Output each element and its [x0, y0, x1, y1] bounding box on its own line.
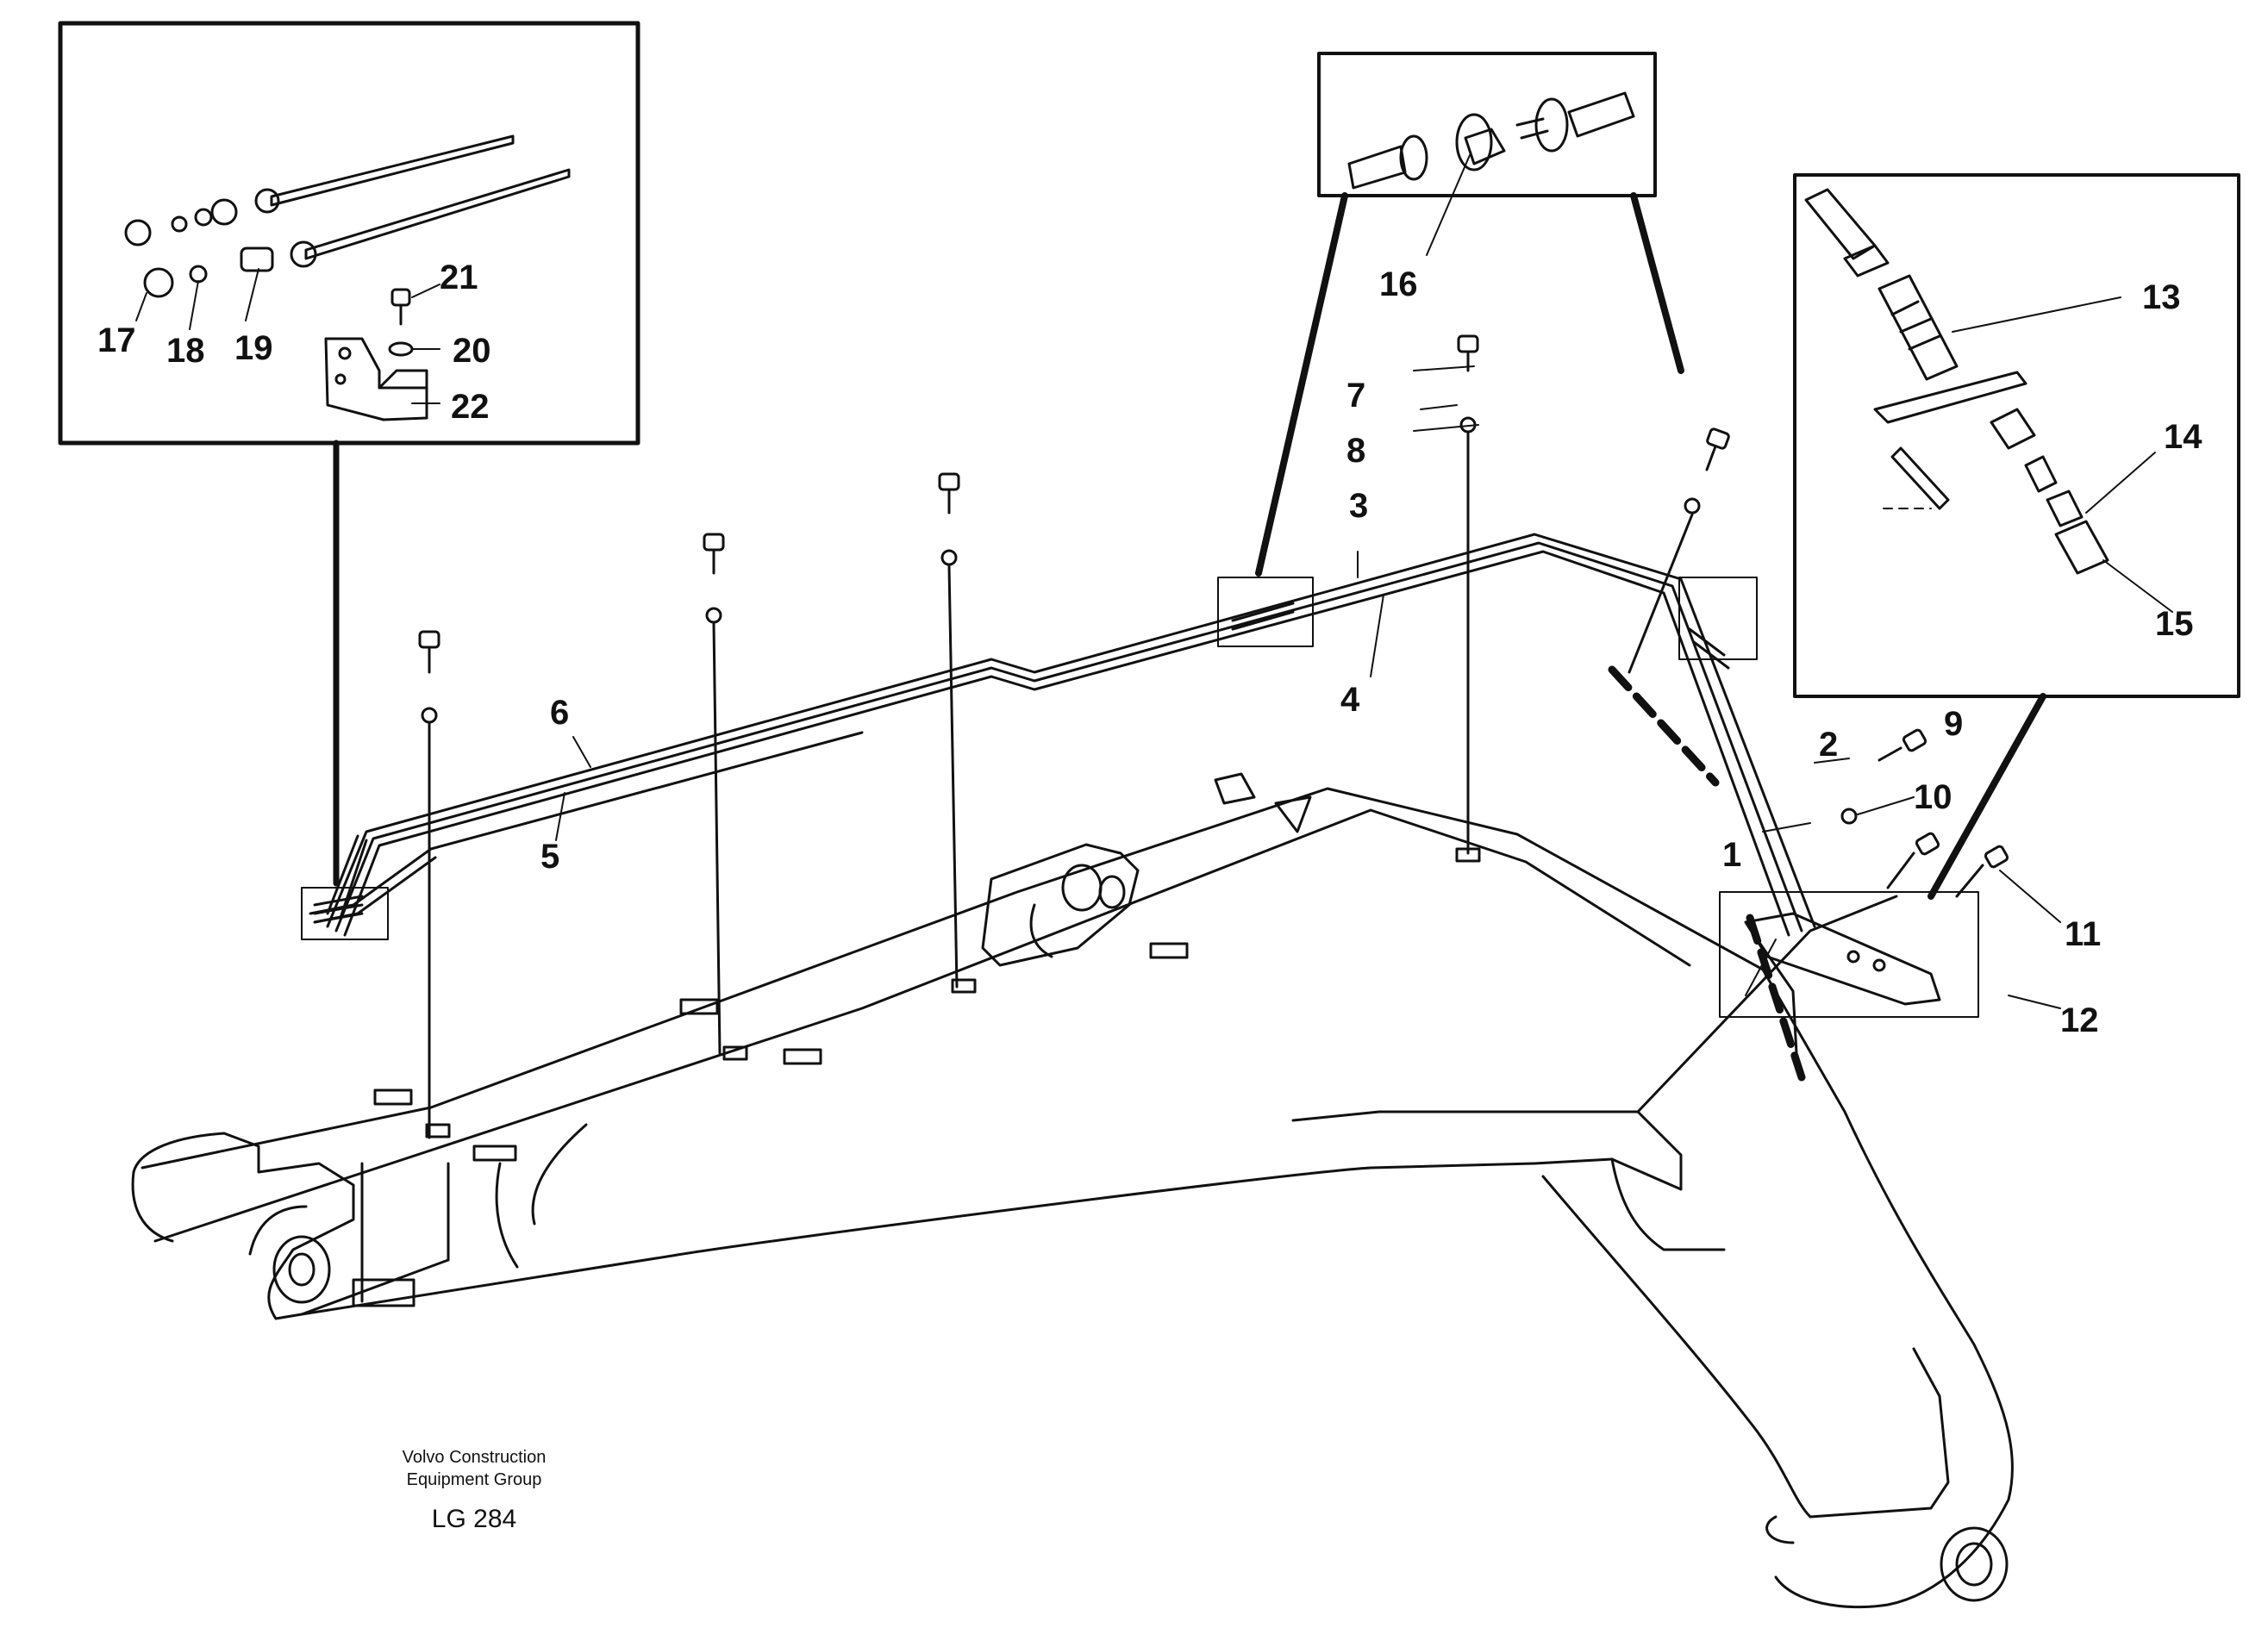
callout-labels: 1 2 3 4 5 6 7 8 9 10 11 12 13 14 15 16 1…	[97, 259, 2202, 1039]
inset-union-fitting	[1255, 52, 1684, 577]
callout-20: 20	[453, 332, 491, 370]
caption-company-line2: Equipment Group	[406, 1470, 542, 1489]
drawing-code: LG 284	[431, 1505, 517, 1533]
callout-3: 3	[1349, 487, 1368, 525]
callout-19: 19	[234, 329, 273, 367]
boom-body	[131, 772, 2014, 1609]
inset-fittings-bracket	[58, 21, 640, 887]
callout-17: 17	[97, 321, 136, 359]
callout-8: 8	[1346, 432, 1365, 470]
callout-4: 4	[1340, 681, 1360, 719]
callout-6: 6	[550, 694, 569, 732]
callout-15: 15	[2155, 605, 2194, 643]
callout-10: 10	[1914, 778, 1952, 816]
mounting-bolts	[418, 334, 2009, 1139]
callout-5: 5	[540, 838, 559, 876]
callout-9: 9	[1944, 705, 1963, 743]
inset-bulkhead-fitting	[1793, 173, 2240, 900]
callout-21: 21	[440, 259, 478, 296]
callout-1: 1	[1722, 836, 1741, 874]
caption-company-line1: Volvo Construction	[402, 1448, 547, 1467]
callout-12: 12	[2060, 1001, 2099, 1039]
callout-7: 7	[1346, 377, 1365, 415]
callout-22: 22	[451, 388, 490, 426]
hydraulic-tubes	[301, 533, 1979, 1070]
callout-13: 13	[2142, 278, 2181, 316]
leader-lines	[555, 365, 2061, 1009]
callout-14: 14	[2164, 418, 2202, 456]
callout-11: 11	[2065, 915, 2101, 953]
callout-18: 18	[166, 332, 205, 370]
callout-2: 2	[1819, 726, 1838, 764]
dashed-guides	[1608, 665, 1806, 1082]
callout-16: 16	[1379, 265, 1418, 303]
